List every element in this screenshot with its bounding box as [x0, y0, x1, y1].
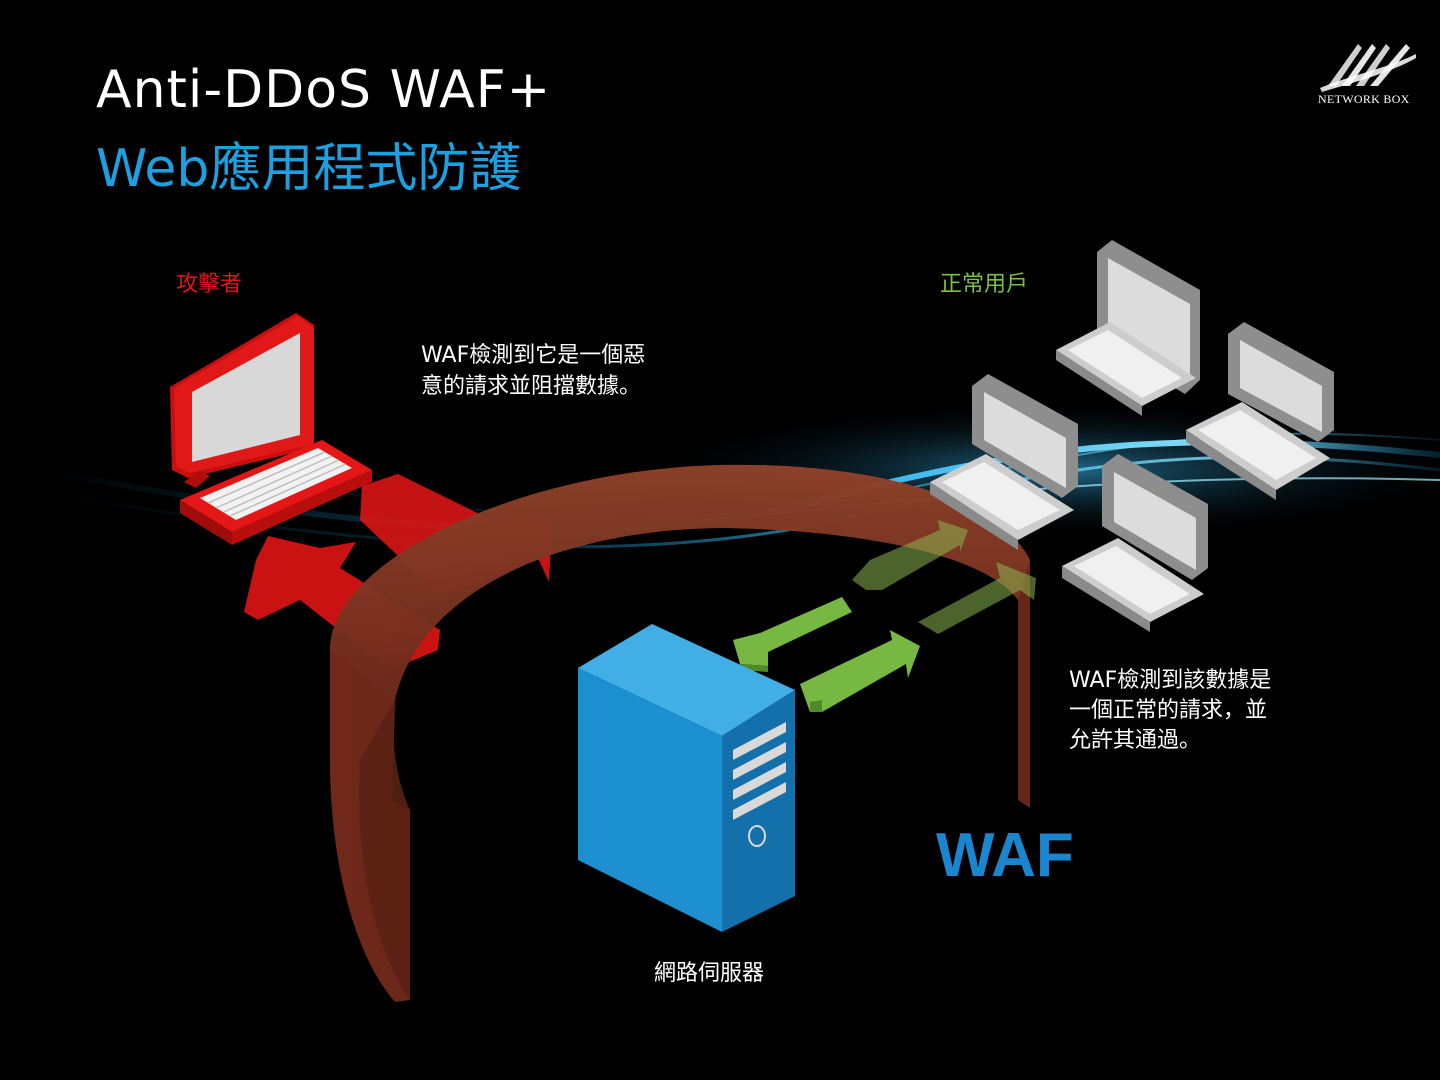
allowed-note: WAF檢測到該數據是 一個正常的請求，並 允許其通過。 [1069, 668, 1272, 753]
network-box-logo [1320, 44, 1416, 92]
allowed-arrow-faded-out [918, 562, 1036, 634]
server-label: 網路伺服器 [654, 961, 765, 986]
normal-users-label: 正常用戶 [940, 272, 1029, 297]
attacker-laptop-icon [170, 313, 372, 545]
blocked-note: WAF檢測到它是一個惡 意的請求並阻擋數據。 [421, 343, 646, 399]
web-server-tower-icon [578, 624, 795, 932]
attacker-label: 攻擊者 [176, 272, 243, 297]
allowed-arrow-faded-in [852, 520, 968, 590]
user-computer-icon-1 [1056, 240, 1200, 416]
logo-text: NETWORK BOX [1318, 92, 1410, 106]
allowed-arrow-to-user [733, 597, 852, 672]
waf-firewall-ring [330, 464, 1030, 1002]
slide-title: Anti-DDoS WAF+ [96, 60, 552, 120]
user-computer-icon-2 [1186, 322, 1334, 500]
user-computer-icon-4 [1062, 454, 1208, 632]
waf-label: WAF [936, 821, 1074, 890]
allowed-arrow-to-server [800, 630, 920, 712]
slide-subtitle: Web應用程式防護 [96, 139, 522, 199]
user-computer-icon-3 [930, 374, 1078, 550]
